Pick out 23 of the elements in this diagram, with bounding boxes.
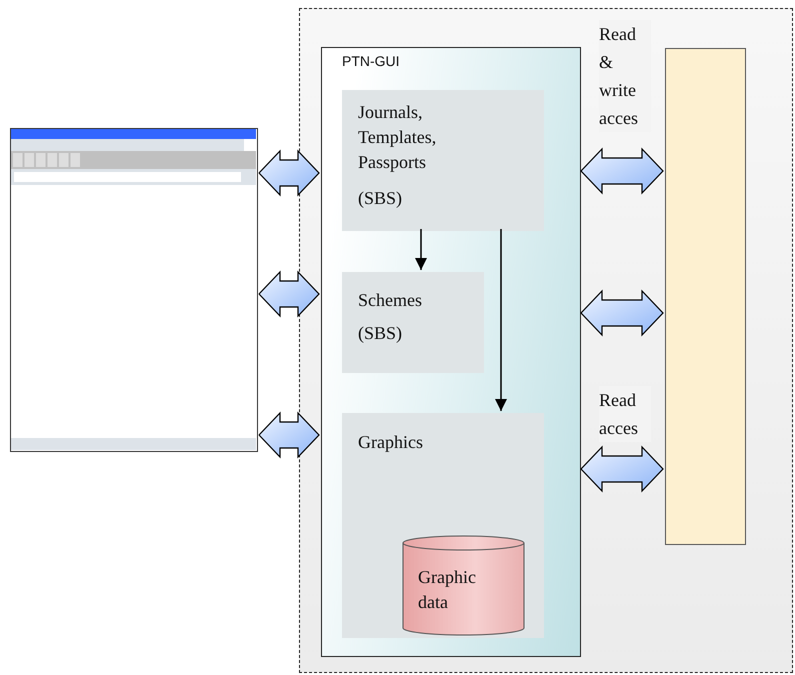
dashed-boundary bbox=[299, 8, 793, 673]
module-title: Schemes bbox=[358, 289, 423, 312]
gui-panel bbox=[321, 47, 581, 657]
browser-window-drawing bbox=[10, 128, 258, 452]
double-arrow bbox=[580, 148, 664, 194]
module-title: Graphics bbox=[358, 431, 424, 454]
double-arrow bbox=[258, 412, 320, 458]
arrow bbox=[495, 229, 507, 411]
module-box bbox=[342, 90, 544, 231]
double-arrow bbox=[580, 446, 664, 492]
double-arrow bbox=[258, 150, 320, 196]
module-title: Graphic data bbox=[418, 566, 477, 614]
module-box bbox=[342, 413, 544, 638]
data-cylinder bbox=[402, 535, 525, 636]
arrow bbox=[415, 229, 427, 270]
double-arrow bbox=[258, 270, 320, 318]
panel-title: PTN-GUI bbox=[342, 52, 401, 70]
module-title: Journals, Templates, Passports bbox=[358, 101, 438, 174]
module-note: (SBS) bbox=[358, 187, 404, 210]
module-box bbox=[342, 272, 484, 373]
storage-bar bbox=[665, 48, 746, 545]
module-note: (SBS) bbox=[358, 322, 404, 345]
double-arrow bbox=[580, 290, 664, 336]
